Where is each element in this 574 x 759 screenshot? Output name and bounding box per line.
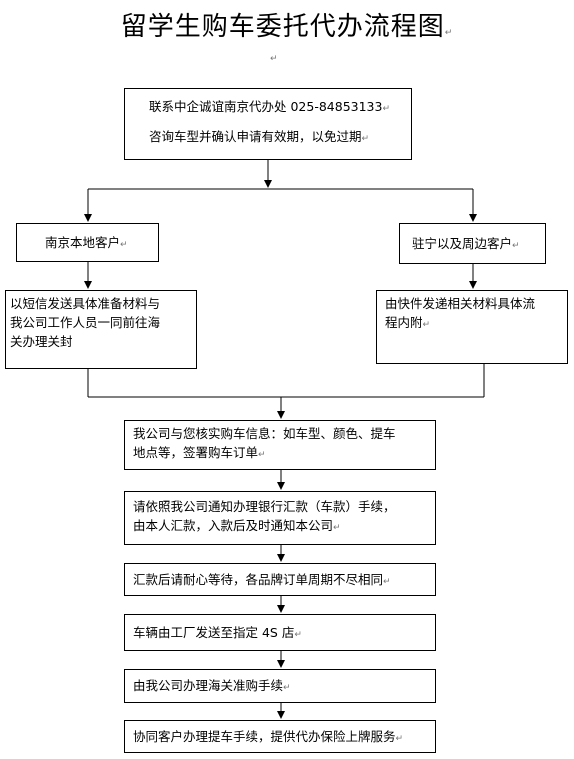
remote-steps-box: 由快件发递相关材料具体流 程内附↵ — [376, 290, 568, 364]
wait-order-box: 汇款后请耐心等待，各品牌订单周期不尽相同↵ — [124, 563, 436, 596]
page-title: 留学生购车委托代办流程图↵ — [120, 12, 454, 42]
local-steps-box: 以短信发送具体准备材料与 我公司工作人员一同前往海 关办理关封 — [5, 290, 197, 369]
customs-permit-box: 由我公司办理海关准购手续↵ — [124, 669, 436, 703]
nanjing-local-customer-box: 南京本地客户↵ — [16, 223, 159, 262]
contact-line-1: 联系中企诚谊南京代办处 025-84853133↵ — [149, 99, 391, 114]
zhuning-nearby-customer-box: 驻宁以及周边客户↵ — [399, 223, 546, 264]
verify-order-box: 我公司与您核实购车信息：如车型、颜色、提车 地点等，签署购车订单↵ — [124, 420, 436, 470]
bank-remittance-box: 请依照我公司通知办理银行汇款（车款）手续， 由本人汇款，入款后及时通知本公司↵ — [124, 491, 436, 545]
paragraph-mark-icon: ↵ — [444, 28, 454, 38]
contact-line-2: 咨询车型并确认申请有效期，以免过期↵ — [149, 129, 370, 144]
pickup-service-box: 协同客户办理提车手续，提供代办保险上牌服务↵ — [124, 720, 436, 753]
contact-box: 联系中企诚谊南京代办处 025-84853133↵ 咨询车型并确认申请有效期，以… — [124, 88, 412, 160]
paragraph-mark-icon: ↵ — [270, 54, 278, 64]
factory-ship-box: 车辆由工厂发送至指定 4S 店↵ — [124, 614, 436, 651]
